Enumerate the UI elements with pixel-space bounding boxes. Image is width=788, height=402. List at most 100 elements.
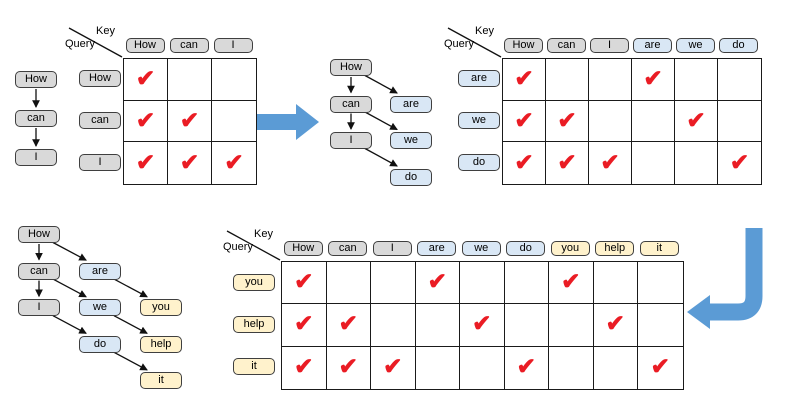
matrix-cell (632, 142, 675, 185)
check-icon: ✔ (686, 106, 706, 133)
matrix-cell: ✔ (675, 100, 718, 143)
matrix-cell: ✔ (549, 262, 594, 305)
matrix-cell (675, 59, 718, 101)
check-icon: ✔ (514, 106, 534, 133)
matrix-cell: ✔ (327, 346, 371, 389)
key-token-we: we (676, 38, 715, 53)
query-token-we: we (458, 112, 500, 130)
token-you: you (140, 299, 182, 317)
matrix-cell (371, 262, 416, 305)
matrix-cell (416, 346, 460, 389)
matrix-cell: ✔ (632, 59, 675, 101)
check-icon: ✔ (383, 353, 403, 380)
matrix-cell (589, 100, 632, 143)
matrix-cell: ✔ (168, 142, 212, 185)
key-token-can: can (328, 241, 368, 256)
matrix-cell (415, 304, 460, 347)
matrix-cell (718, 59, 761, 101)
key-token-you: you (550, 241, 590, 256)
matrix-cell (168, 59, 212, 101)
check-icon: ✔ (650, 353, 670, 380)
token-we: we (390, 132, 432, 149)
matrix-cell: ✔ (212, 142, 256, 184)
query-axis-label: Query (65, 38, 95, 50)
matrix-cell (212, 59, 256, 101)
matrix-cell: ✔ (168, 100, 212, 143)
matrix-cell (589, 59, 632, 101)
matrix-cell: ✔ (503, 59, 546, 101)
matrix-cell: ✔ (282, 346, 327, 389)
matrix-cell (460, 346, 505, 389)
matrix-cell (718, 101, 761, 143)
check-icon: ✔ (516, 353, 536, 380)
matrix-cell: ✔ (593, 304, 638, 347)
matrix-cell: ✔ (638, 347, 683, 389)
key-token-i: I (213, 38, 253, 53)
check-icon: ✔ (294, 353, 314, 380)
check-icon: ✔ (729, 148, 750, 175)
matrix-cell (326, 262, 371, 305)
key-axis-label: Key (254, 228, 273, 240)
matrix-grid: ✔✔✔✔✔✔✔✔✔ (502, 58, 762, 186)
flow-arrow-turn-icon (687, 228, 763, 329)
query-token-you: you (233, 273, 275, 291)
query-token-are: are (458, 70, 500, 88)
key-token-are: are (633, 38, 672, 53)
matrix-cell: ✔ (415, 262, 460, 305)
matrix-cell: ✔ (503, 142, 546, 185)
token-are: are (390, 95, 432, 113)
check-icon: ✔ (135, 64, 156, 91)
check-icon: ✔ (179, 106, 200, 133)
check-icon: ✔ (338, 353, 358, 380)
check-icon: ✔ (224, 148, 244, 175)
flow-arrow-right-icon (256, 104, 319, 140)
matrix-grid: ✔ ✔ ✔ ✔ ✔ ✔ ✔ ✔ ✔ ✔ ✔ ✔ (281, 261, 684, 390)
matrix-cell: ✔ (124, 100, 168, 143)
matrix-cell (504, 262, 549, 305)
query-token-it: it (233, 358, 275, 376)
check-icon: ✔ (294, 310, 314, 337)
matrix-cell: ✔ (124, 142, 168, 185)
query-token-help: help (233, 315, 275, 333)
matrix-cell: ✔ (282, 262, 327, 305)
token-how: How (18, 226, 60, 243)
check-icon: ✔ (557, 106, 577, 133)
key-token-i: I (590, 38, 629, 53)
matrix-cell: ✔ (505, 346, 549, 389)
matrix-cell (632, 100, 675, 143)
matrix-cell (504, 304, 549, 347)
matrix-cell: ✔ (460, 304, 505, 347)
matrix-cell: ✔ (589, 142, 632, 185)
key-axis-label: Key (96, 25, 115, 37)
matrix-cell: ✔ (124, 59, 168, 101)
check-icon: ✔ (135, 148, 156, 175)
matrix-cell: ✔ (326, 304, 371, 347)
query-token-can: can (79, 112, 121, 130)
key-token-how: How (283, 241, 323, 256)
matrix-cell (212, 101, 256, 143)
query-axis-label: Query (223, 241, 253, 253)
key-token-can: can (169, 38, 209, 53)
matrix-cell (460, 262, 505, 305)
token-do: do (79, 335, 121, 353)
matrix-grid: ✔✔✔✔✔✔ (123, 58, 257, 186)
token-i: I (330, 132, 372, 149)
matrix-cell: ✔ (718, 142, 761, 184)
key-token-do: do (506, 241, 546, 256)
key-token-are: are (417, 241, 457, 256)
token-how: How (330, 59, 372, 76)
check-icon: ✔ (427, 268, 447, 295)
query-axis-label: Query (444, 38, 474, 50)
key-token-can: can (547, 38, 586, 53)
check-icon: ✔ (338, 310, 358, 337)
token-can: can (330, 95, 372, 113)
matrix-cell (549, 304, 594, 347)
key-token-we: we (461, 241, 501, 256)
key-token-how: How (504, 38, 543, 53)
matrix-cell (638, 304, 683, 347)
matrix-cell (675, 142, 718, 185)
matrix-cell (549, 346, 594, 389)
check-icon: ✔ (561, 268, 581, 295)
check-icon: ✔ (294, 268, 314, 295)
matrix-cell (594, 346, 638, 389)
